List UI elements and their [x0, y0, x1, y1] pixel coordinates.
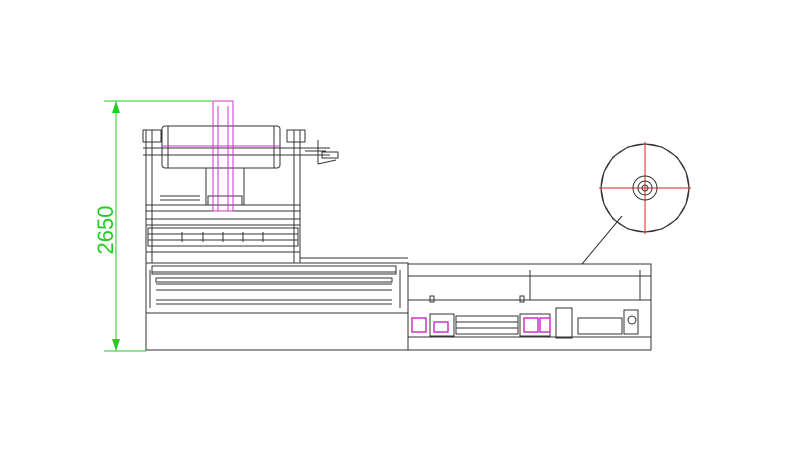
height-dimension-label: 2650 — [93, 205, 118, 255]
machine-frame — [142, 125, 652, 351]
height-dimension — [104, 100, 212, 352]
film-path — [162, 100, 280, 212]
drive-highlights — [411, 317, 551, 333]
drive-components — [429, 295, 639, 339]
detail-callout — [581, 142, 691, 265]
